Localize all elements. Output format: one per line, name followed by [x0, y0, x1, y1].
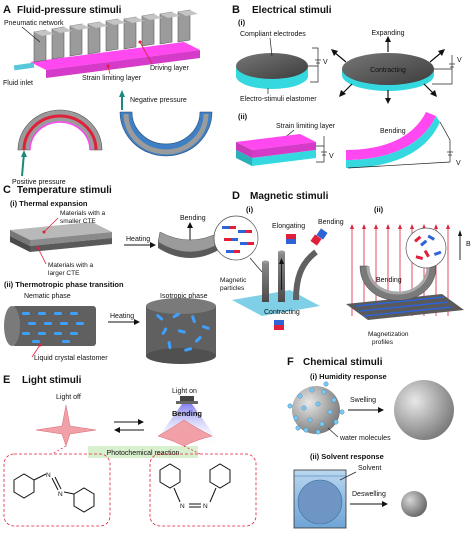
light-off-label: Light off — [56, 394, 81, 401]
azo-n-label-1: N — [46, 472, 51, 479]
solvent-beaker — [293, 469, 347, 529]
panel-c-sub1: (i) Thermal expansion — [10, 199, 88, 208]
negative-pressure-label: Negative pressure — [130, 97, 187, 104]
driving-layer-label: Driving layer — [150, 65, 190, 72]
larger-cte-label-1: Materials with a — [48, 262, 94, 269]
panel-b-sub2: (ii) — [238, 112, 248, 121]
panel-c-sub2: (ii) Thermotropic phase transition — [4, 280, 124, 289]
voltage-label-b3: V — [329, 153, 334, 160]
larger-cte-label-2: larger CTE — [48, 270, 80, 277]
magnetic-particles-label-2: particles — [220, 285, 245, 292]
electro-stimuli-elastomer-label: Electro-stimuli elastomer — [240, 96, 317, 103]
bilayer-flat — [236, 134, 327, 166]
heating-label-2: Heating — [110, 313, 134, 320]
panel-a-title: Fluid-pressure stimuli — [17, 5, 122, 16]
compliant-electrodes-label: Compliant electrodes — [240, 31, 306, 38]
heating-label-1: Heating — [126, 236, 150, 243]
panel-e-letter: E — [3, 374, 10, 386]
water-molecules-label: water molecules — [339, 435, 391, 442]
bilayer-strip — [10, 222, 112, 252]
strain-limiting-label-b: Strain limiting layer — [276, 123, 336, 130]
contracting-label-b: Contracting — [370, 67, 406, 74]
elongating-label: Elongating — [272, 223, 305, 230]
panel-c: C Temperature stimuli (i) Thermal expans… — [3, 184, 223, 364]
lce-label: Liquid crystal elastomer — [34, 355, 108, 362]
contracting-label-d: Contracting — [264, 309, 300, 316]
switch-arrows — [114, 419, 144, 433]
deswelling-label: Deswelling — [352, 491, 386, 498]
bending-label-d2: Bending — [376, 277, 402, 284]
pneumatic-network-label: Pneumatic network — [4, 20, 64, 27]
expanding-label: Expanding — [371, 30, 404, 37]
panel-f-letter: F — [287, 356, 294, 368]
panel-a: A Fluid-pressure stimuli — [3, 4, 213, 186]
bilayer-bent — [346, 112, 453, 169]
trans-azobenzene — [3, 453, 111, 527]
panel-d-sub2: (ii) — [374, 205, 384, 214]
humidity-sphere-swollen — [394, 380, 454, 440]
bent-strip — [157, 222, 223, 258]
panel-f-sub1: (i) Humidity response — [310, 372, 387, 381]
pneumatic-actuator — [13, 9, 200, 78]
voltage-label-b4: V — [456, 160, 461, 167]
dielectric-actuator-activated — [331, 36, 455, 104]
panel-f: F Chemical stimuli (i) Humidity response… — [287, 356, 454, 529]
bending-label-e: Bending — [172, 409, 202, 418]
nematic-label: Nematic phase — [24, 293, 71, 300]
cis-azobenzene — [149, 453, 257, 527]
fluid-inlet-label: Fluid inlet — [3, 80, 33, 87]
panel-e: E Light stimuli Light off Light on Bendi… — [3, 374, 257, 527]
magnetization-profiles-label-2: profiles — [372, 339, 394, 346]
photochemical-reaction-badge — [88, 446, 198, 458]
smaller-cte-label-1: Materials with a — [60, 210, 106, 217]
magnetic-particles-label-1: Magnetic — [220, 277, 247, 284]
photochemical-reaction-label: Photochemical reaction — [107, 450, 180, 457]
strain-limiting-label-a: Strain limiting layer — [82, 75, 142, 82]
voltage-label-b1: V — [323, 59, 328, 66]
magnetic-particle-zoom-2 — [405, 227, 447, 269]
azo-n-label-4: N — [203, 503, 208, 510]
humidity-sphere-small — [287, 381, 345, 435]
panel-e-title: Light stimuli — [22, 375, 82, 386]
panel-f-sub2: (ii) Solvent response — [310, 452, 384, 461]
magnetic-particle-zoom-1 — [213, 215, 263, 273]
magnetic-pillars — [232, 228, 328, 330]
panel-d-sub1: (i) — [246, 205, 254, 214]
panel-d: D Magnetic stimuli (i) (ii) — [213, 190, 471, 346]
panel-b-title: Electrical stimuli — [252, 5, 332, 16]
dielectric-actuator-relaxed — [236, 47, 321, 89]
azo-n-label-2: N — [58, 491, 63, 498]
positive-pressure-actuator — [17, 109, 103, 177]
azo-n-label-3: N — [180, 503, 185, 510]
negative-pressure-actuator — [119, 90, 213, 157]
isotropic-cylinder — [146, 298, 216, 364]
panel-d-letter: D — [232, 190, 240, 202]
panel-b-sub1: (i) — [238, 18, 246, 27]
nematic-cylinder — [4, 306, 96, 346]
panel-c-letter: C — [3, 184, 11, 196]
swelling-label: Swelling — [350, 397, 376, 404]
panel-a-letter: A — [3, 4, 11, 16]
isotropic-label: Isotropic phase — [160, 293, 208, 300]
voltage-label-b2: V — [457, 57, 462, 64]
flat-star-actuator — [35, 404, 97, 447]
panel-f-title: Chemical stimuli — [303, 357, 383, 368]
positive-pressure-label: Positive pressure — [12, 179, 66, 186]
light-on-label: Light on — [172, 388, 197, 395]
light-source — [152, 396, 222, 447]
bending-label-b: Bending — [380, 128, 406, 135]
magnetic-field-setup — [346, 224, 464, 320]
panel-d-title: Magnetic stimuli — [250, 191, 329, 202]
magnetization-profiles-label-1: Magnetization — [368, 331, 409, 338]
panel-b-letter: B — [232, 4, 240, 16]
smaller-cte-label-2: smaller CTE — [60, 218, 96, 225]
solvent-label: Solvent — [358, 465, 381, 472]
bending-label-c: Bending — [180, 215, 206, 222]
panel-c-title: Temperature stimuli — [17, 185, 112, 196]
bending-label-d1: Bending — [318, 219, 344, 226]
panel-b: B Electrical stimuli (i) Compliant elect… — [232, 4, 462, 169]
deswollen-sphere — [401, 491, 427, 517]
field-label: B — [466, 241, 471, 248]
